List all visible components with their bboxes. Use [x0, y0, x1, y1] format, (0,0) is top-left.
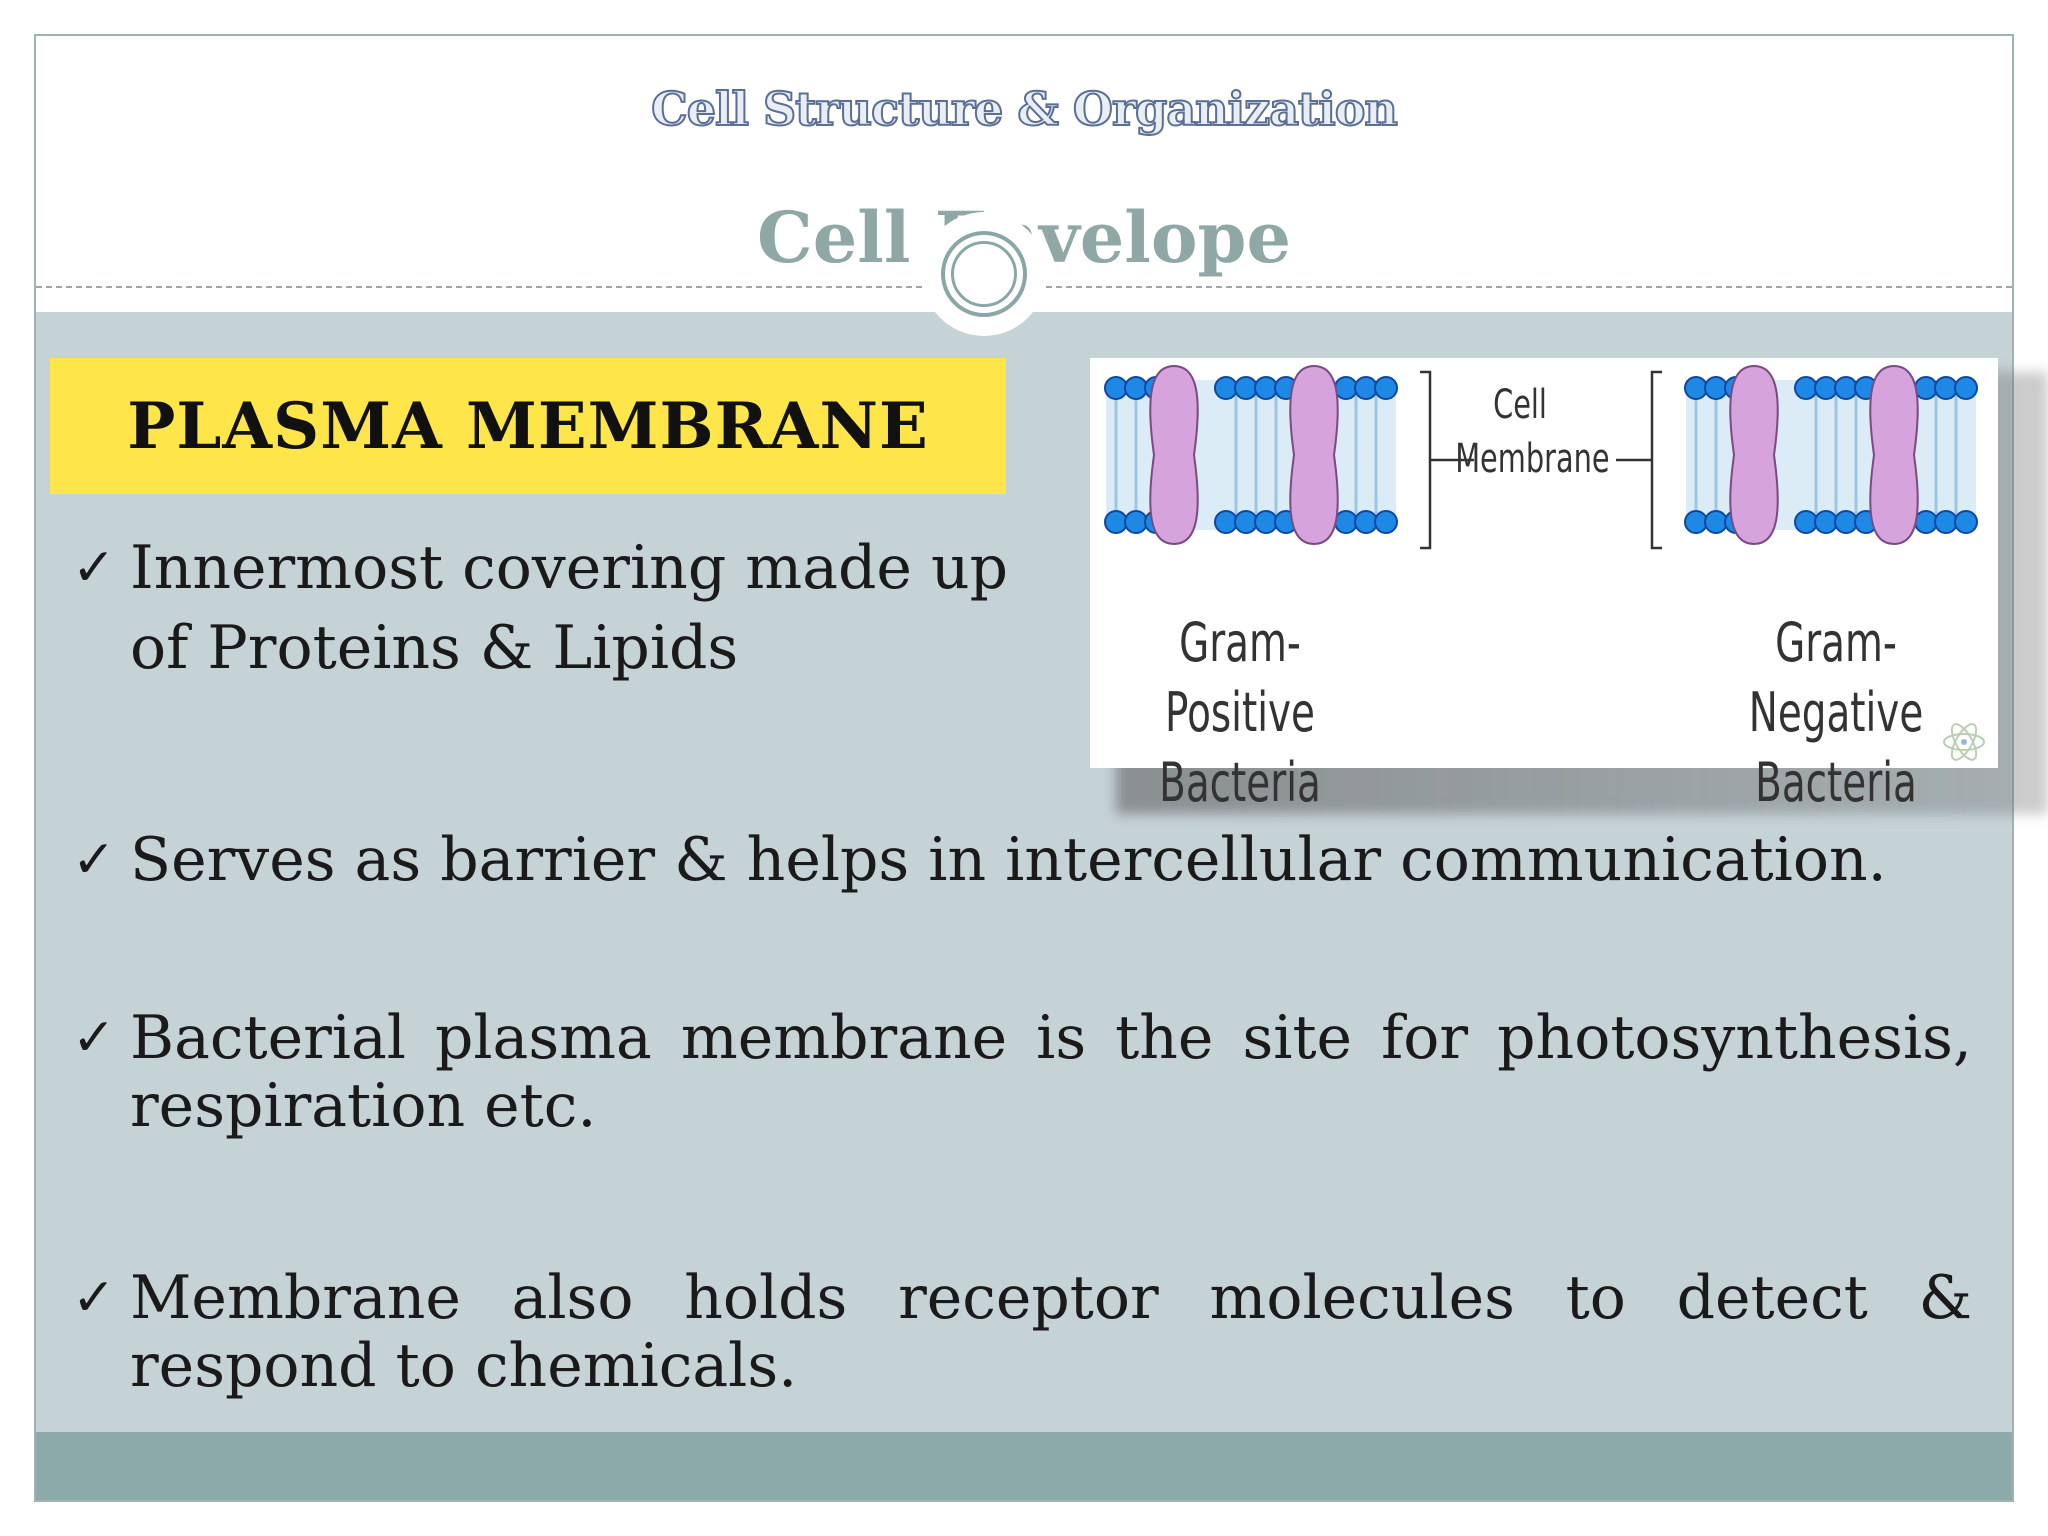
gram-negative-label: Gram-Negative Bacteria	[1748, 611, 1924, 814]
checkmark-icon: ✓	[72, 830, 116, 890]
bullet-item-3: ✓ Bacterial plasma membrane is the site …	[72, 1004, 1972, 1140]
gram-positive-membrane-graphic	[1104, 364, 1398, 546]
membrane-figure: Cell Membrane Gram-Positive Bacteria Gra…	[1090, 358, 1998, 814]
membrane-diagram	[1104, 364, 1985, 761]
footer-band	[36, 1432, 2012, 1500]
bullet-text: Innermost covering made up of Proteins &…	[130, 533, 1008, 683]
slide-heading: PLASMA MEMBRANE	[127, 388, 929, 464]
checkmark-icon: ✓	[72, 1008, 116, 1068]
checkmark-icon: ✓	[72, 1268, 116, 1328]
bullet-text: Bacterial plasma membrane is the site fo…	[130, 1003, 1972, 1141]
bullet-text: Membrane also holds receptor molecules t…	[130, 1263, 1972, 1401]
checkmark-icon: ✓	[72, 538, 116, 598]
bullet-item-1: ✓ Innermost covering made up of Proteins…	[72, 528, 1032, 688]
cell-membrane-label: Cell Membrane	[1455, 382, 1610, 482]
atom-watermark-icon	[1943, 723, 1985, 761]
bullet-item-4: ✓ Membrane also holds receptor molecules…	[72, 1264, 1972, 1400]
cell-membrane-bracket	[1420, 370, 1662, 550]
gram-positive-label: Gram-Positive Bacteria	[1159, 611, 1321, 814]
course-title: Cell Structure & Organization	[650, 81, 1399, 137]
heading-highlight-box: PLASMA MEMBRANE	[50, 358, 1006, 494]
gram-negative-membrane-graphic	[1684, 364, 1978, 546]
bullet-item-2: ✓ Serves as barrier & helps in intercell…	[72, 820, 1972, 900]
divider-circle-icon	[941, 231, 1027, 317]
bullet-text: Serves as barrier & helps in intercellul…	[130, 825, 1887, 895]
